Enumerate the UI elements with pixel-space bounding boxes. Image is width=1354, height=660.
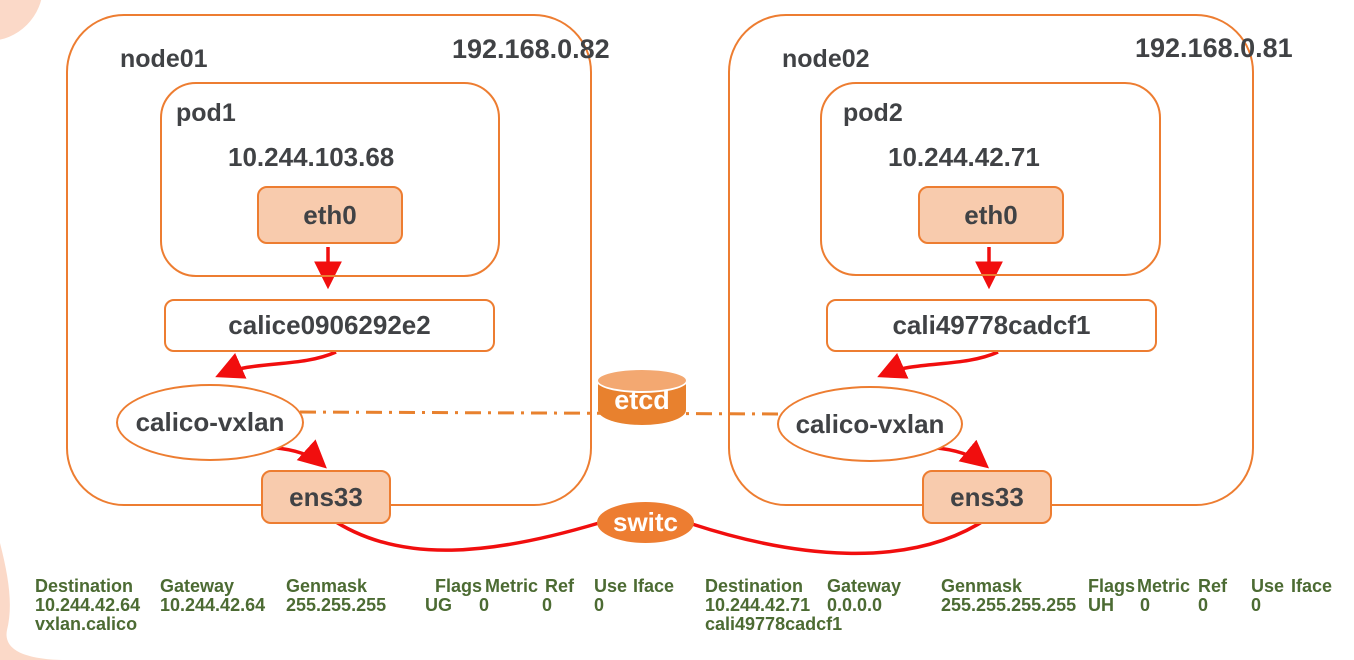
pod1-box [160, 82, 500, 277]
route-left-value-metric: 0 [479, 595, 490, 615]
route-right-value-ref: 0 [1198, 595, 1209, 615]
etcd-cylinder-top [596, 368, 688, 393]
eth0-label-node02: eth0 [964, 199, 1018, 230]
route-left-iface-line: vxlan.calico [35, 614, 138, 634]
node02-label: node02 [782, 45, 870, 73]
etcd-label: etcd [614, 385, 670, 415]
route-right-header-metric: Metric [1137, 576, 1191, 596]
node01-ip: 192.168.0.82 [452, 34, 610, 64]
ens33-box-node01: ens33 [261, 470, 391, 524]
ens33-box-node02: ens33 [922, 470, 1052, 524]
veth-box-node01: calice0906292e2 [164, 299, 495, 352]
node01-label: node01 [120, 45, 208, 73]
pod2-ip: 10.244.42.71 [888, 142, 1040, 172]
route-left-value-use: 0 [594, 595, 605, 615]
route-right-header-ref: Ref [1198, 576, 1228, 596]
node02-ip: 192.168.0.81 [1135, 33, 1293, 63]
route-left-value-destination: 10.244.42.64 [35, 595, 141, 615]
route-right-header-genmask: Genmask [941, 576, 1023, 596]
vxlan-label-node02: calico-vxlan [795, 408, 945, 439]
route-left-header-iface: Iface [633, 576, 675, 596]
vxlan-ellipse-node01: calico-vxlan [116, 384, 304, 461]
route-left-header-destination: Destination [35, 576, 134, 596]
route-right-header-iface: Iface [1291, 576, 1333, 596]
route-left-header-ref: Ref [545, 576, 575, 596]
ens33-label-node01: ens33 [289, 481, 363, 512]
veth-box-node02: cali49778cadcf1 [826, 299, 1157, 352]
ens33-label-node02: ens33 [950, 481, 1024, 512]
vxlan-label-node01: calico-vxlan [135, 407, 285, 437]
route-left-header-use: Use [594, 576, 628, 596]
eth0-label-node01: eth0 [303, 199, 357, 230]
route-right-header-gateway: Gateway [827, 576, 902, 596]
route-left-value-gateway: 10.244.42.64 [160, 595, 266, 615]
corner-decoration-top-left [0, 0, 42, 40]
route-left-header-genmask: Genmask [286, 576, 368, 596]
route-right-value-metric: 0 [1140, 595, 1151, 615]
route-left-header-gateway: Gateway [160, 576, 235, 596]
veth-label-node02: cali49778cadcf1 [892, 310, 1091, 340]
route-right-value-gateway: 0.0.0.0 [827, 595, 883, 615]
route-right-value-destination: 10.244.42.71 [705, 595, 811, 615]
pod2-label: pod2 [843, 99, 903, 127]
route-right-header-destination: Destination [705, 576, 804, 596]
route-left-value-flags: UG [425, 595, 452, 615]
route-right-value-flags: UH [1088, 595, 1114, 615]
switch-label: switc [612, 507, 679, 537]
switch-ellipse: switc [597, 502, 694, 543]
pod2-box [820, 82, 1161, 276]
route-left-header-flags: Flags [435, 576, 483, 596]
vxlan-ellipse-node02: calico-vxlan [777, 386, 963, 462]
veth-label-node01: calice0906292e2 [228, 310, 431, 340]
route-left-header-metric: Metric [485, 576, 539, 596]
route-right-header-use: Use [1251, 576, 1285, 596]
route-left-value-genmask: 255.255.255 [286, 595, 387, 615]
route-right-value-use: 0 [1251, 595, 1262, 615]
route-right-iface-line: cali49778cadcf1 [705, 614, 843, 634]
pod1-ip: 10.244.103.68 [228, 142, 395, 172]
route-left-value-ref: 0 [542, 595, 553, 615]
etcd-cylinder: etcd [596, 368, 688, 426]
route-right-value-genmask: 255.255.255.255 [941, 595, 1077, 615]
eth0-box-node02: eth0 [918, 186, 1064, 244]
eth0-box-node01: eth0 [257, 186, 403, 244]
route-right-header-flags: Flags [1088, 576, 1136, 596]
pod1-label: pod1 [176, 99, 236, 127]
